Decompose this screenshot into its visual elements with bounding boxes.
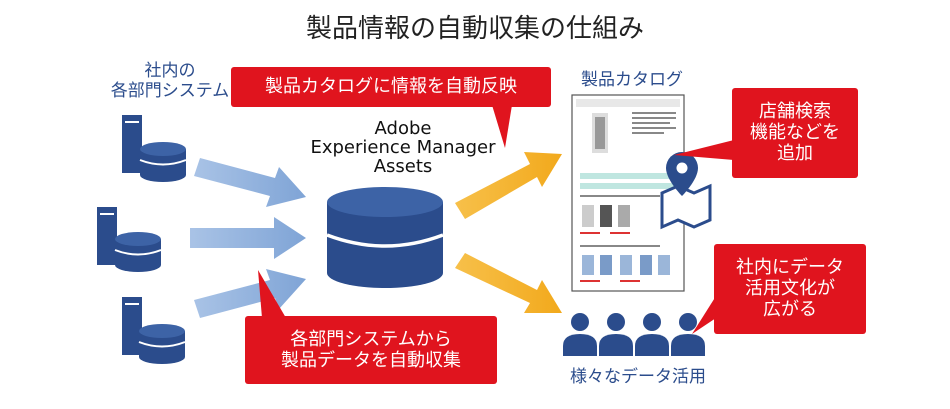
callout-auto-collect bbox=[245, 270, 497, 384]
person-icon-1 bbox=[563, 313, 597, 356]
person-icon-4 bbox=[671, 313, 705, 356]
blue-arrow-2 bbox=[190, 217, 306, 259]
person-icon-3 bbox=[635, 313, 669, 356]
callout-auto-collect-text: 各部門システムから 製品データを自動収集 bbox=[281, 329, 461, 371]
callout-auto-reflect-text: 製品カタログに情報を自動反映 bbox=[265, 76, 517, 97]
callout-data-culture-text: 社内にデータ 活用文化が 広がる bbox=[736, 257, 844, 320]
source-systems-label: 社内の 各部門システム bbox=[110, 61, 230, 101]
callout-store-search bbox=[674, 88, 858, 178]
blue-arrow-1 bbox=[194, 158, 306, 207]
callout-auto-reflect bbox=[231, 67, 551, 148]
callout-data-culture bbox=[692, 244, 866, 334]
aem-label: Adobe Experience Manager Assets bbox=[310, 118, 496, 177]
person-icon-2 bbox=[599, 313, 633, 356]
catalog-label: 製品カタログ bbox=[581, 70, 683, 90]
blue-arrow-3 bbox=[194, 269, 306, 318]
server-icon-3 bbox=[122, 297, 186, 364]
orange-arrow-down bbox=[455, 253, 562, 313]
map-pin-icon bbox=[660, 152, 712, 230]
server-icon-1 bbox=[122, 115, 187, 182]
callout-store-search-text: 店舗検索 機能などを 追加 bbox=[750, 101, 840, 164]
users-label: 様々なデータ活用 bbox=[570, 367, 706, 387]
aem-database-icon bbox=[326, 187, 444, 288]
server-icon-2 bbox=[97, 207, 162, 272]
page-title: 製品情報の自動収集の仕組み bbox=[305, 14, 644, 44]
orange-arrow-up bbox=[455, 152, 562, 219]
